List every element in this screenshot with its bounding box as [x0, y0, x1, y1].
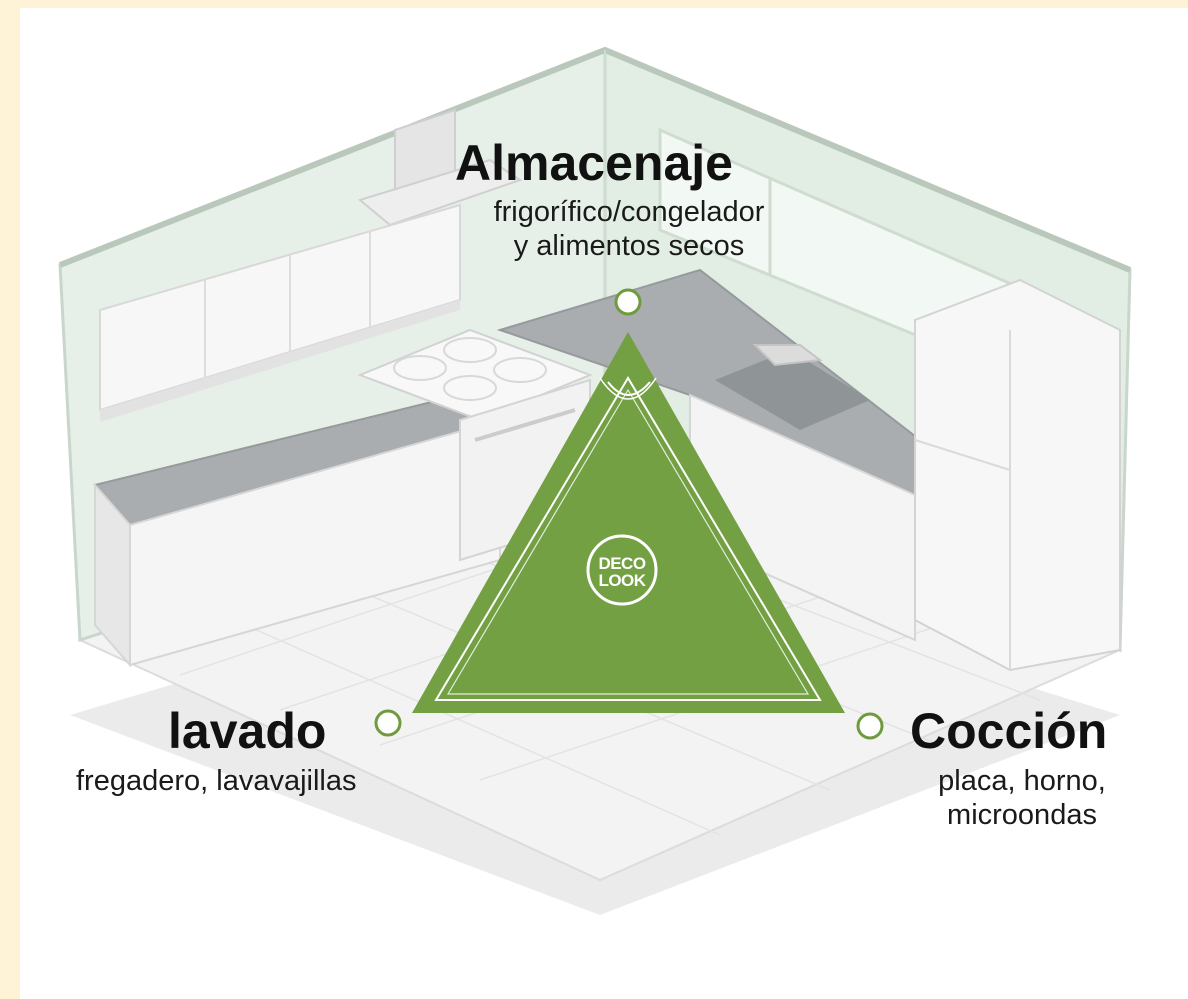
fridge [914, 278, 1121, 672]
faucet [752, 344, 823, 367]
logo-line2: LOOK [598, 571, 646, 590]
zone-desc-coccion: placa, horno, microondas [902, 764, 1142, 832]
burner [493, 357, 547, 383]
triangle-arc-2 [599, 377, 657, 400]
zone-title-coccion: Cocción [910, 703, 1108, 759]
zone-desc-line: y alimentos secos [513, 230, 745, 262]
zone-marker-coccion [856, 712, 884, 740]
sink [715, 350, 870, 430]
zone-desc-line: placa, horno, [938, 765, 1106, 797]
zone-desc-line: frigorífico/congelador [493, 196, 765, 228]
zone-title-almacenaje: Almacenaje [455, 135, 733, 191]
oven-handle [474, 408, 576, 442]
logo-badge [586, 534, 658, 606]
zone-marker-lavado [374, 709, 402, 737]
zone-desc-almacenaje: frigorífico/congelador y alimentos secos [0, 195, 1188, 263]
zone-marker-almacenaje [614, 288, 642, 316]
fridge-line [914, 439, 1011, 471]
logo-line1: DECO [598, 554, 646, 573]
left-base-side [94, 482, 131, 668]
zone-desc-lavado: fregadero, lavavajillas [76, 765, 357, 797]
triangle-inner-line-2 [446, 388, 810, 695]
burner [443, 375, 497, 401]
triangle-fill [412, 332, 845, 713]
zone-title-lavado: lavado [168, 703, 327, 759]
triangle-inner-line [434, 376, 822, 701]
hood-base [357, 158, 523, 227]
logo-text: DECO LOOK [587, 555, 657, 589]
work-triangle [412, 332, 845, 713]
upper-cabinets-bottom [100, 300, 460, 422]
burner [393, 355, 447, 381]
triangle-arc [607, 381, 651, 396]
burner [443, 337, 497, 363]
zone-desc-line: microondas [947, 799, 1097, 831]
